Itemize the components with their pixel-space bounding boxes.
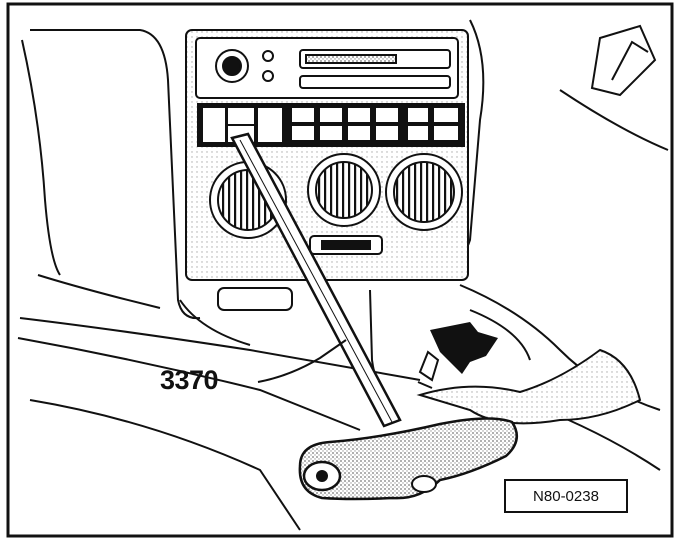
climate-knob-right [385, 153, 463, 231]
ashtray [217, 287, 293, 311]
shift-boot [416, 348, 642, 425]
tool-number-callout: 3370 [160, 365, 219, 395]
tool-t-handle [298, 417, 519, 501]
dashboard-outline [21, 19, 669, 320]
climate-knob-center [307, 153, 381, 227]
figure-reference-code: N80-0238 [504, 479, 628, 513]
removal-arrow [417, 322, 498, 389]
center-console [185, 29, 469, 311]
callout-leader [257, 339, 347, 383]
tool-shaft [230, 132, 402, 428]
